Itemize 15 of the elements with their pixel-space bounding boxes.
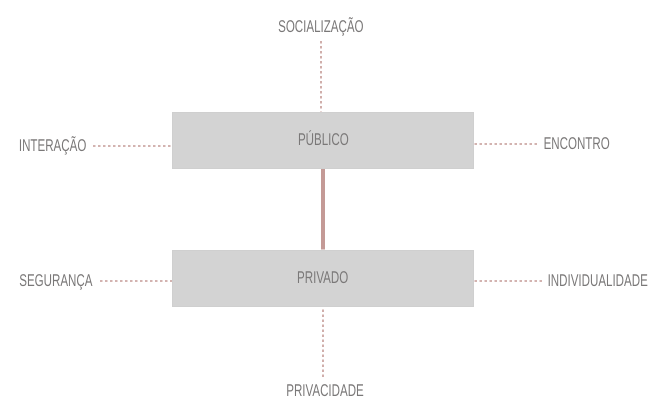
connector-line [321, 168, 325, 250]
concept-label: INDIVIDUALIDADE [542, 267, 654, 295]
category-box: PÚBLICO [172, 112, 474, 168]
concept-label: INTERAÇÃO [13, 132, 93, 160]
concept-label: PRIVACIDADE [273, 377, 377, 405]
dotted-connector [320, 41, 322, 112]
dotted-connector [474, 143, 537, 145]
dotted-connector [93, 145, 172, 147]
concept-label: ENCONTRO [537, 130, 617, 158]
dotted-connector [100, 280, 172, 282]
category-box: PRIVADO [172, 250, 474, 306]
concept-label: SEGURANÇA [12, 267, 100, 295]
concept-label: SOCIALIZAÇÃO [266, 13, 376, 41]
dotted-connector [322, 306, 324, 377]
dotted-connector [474, 280, 542, 282]
